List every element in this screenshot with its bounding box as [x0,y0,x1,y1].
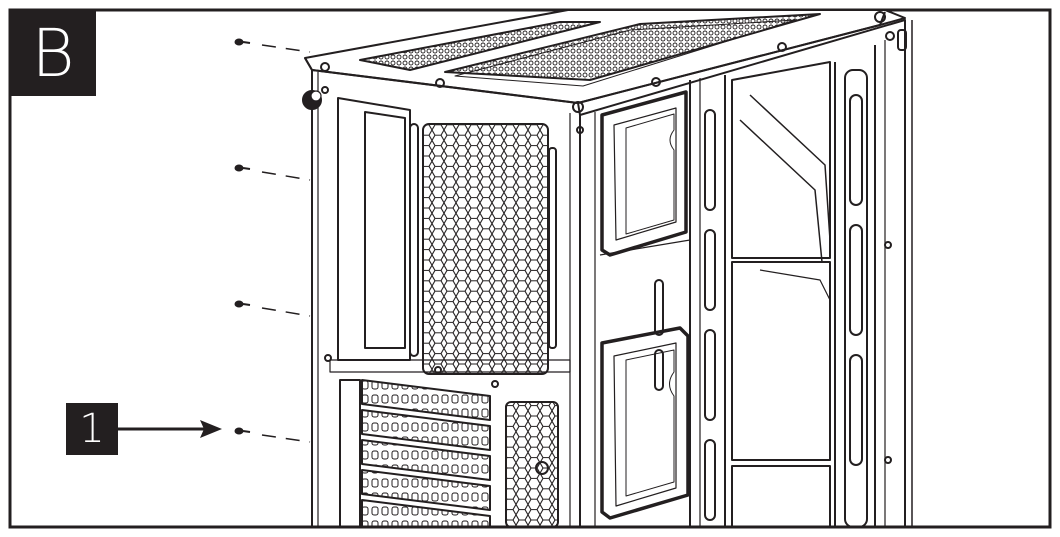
hdd-tray-upper [600,90,688,257]
expansion-slot-covers [339,379,491,528]
callout-label: 1 [66,403,118,455]
screw-icon [234,38,311,53]
step-label: B [10,10,96,96]
rear-fan-mesh [422,123,549,375]
case-interior [579,19,906,528]
screw-icon [234,300,311,317]
screw-icon [234,427,311,443]
hdd-tray-lower [600,326,690,520]
screws [234,38,311,443]
top-panel [304,9,906,116]
screw-icon [234,164,311,181]
rear-lower-mesh [505,401,559,528]
callout-arrow [118,420,222,438]
rear-panel [302,70,584,528]
